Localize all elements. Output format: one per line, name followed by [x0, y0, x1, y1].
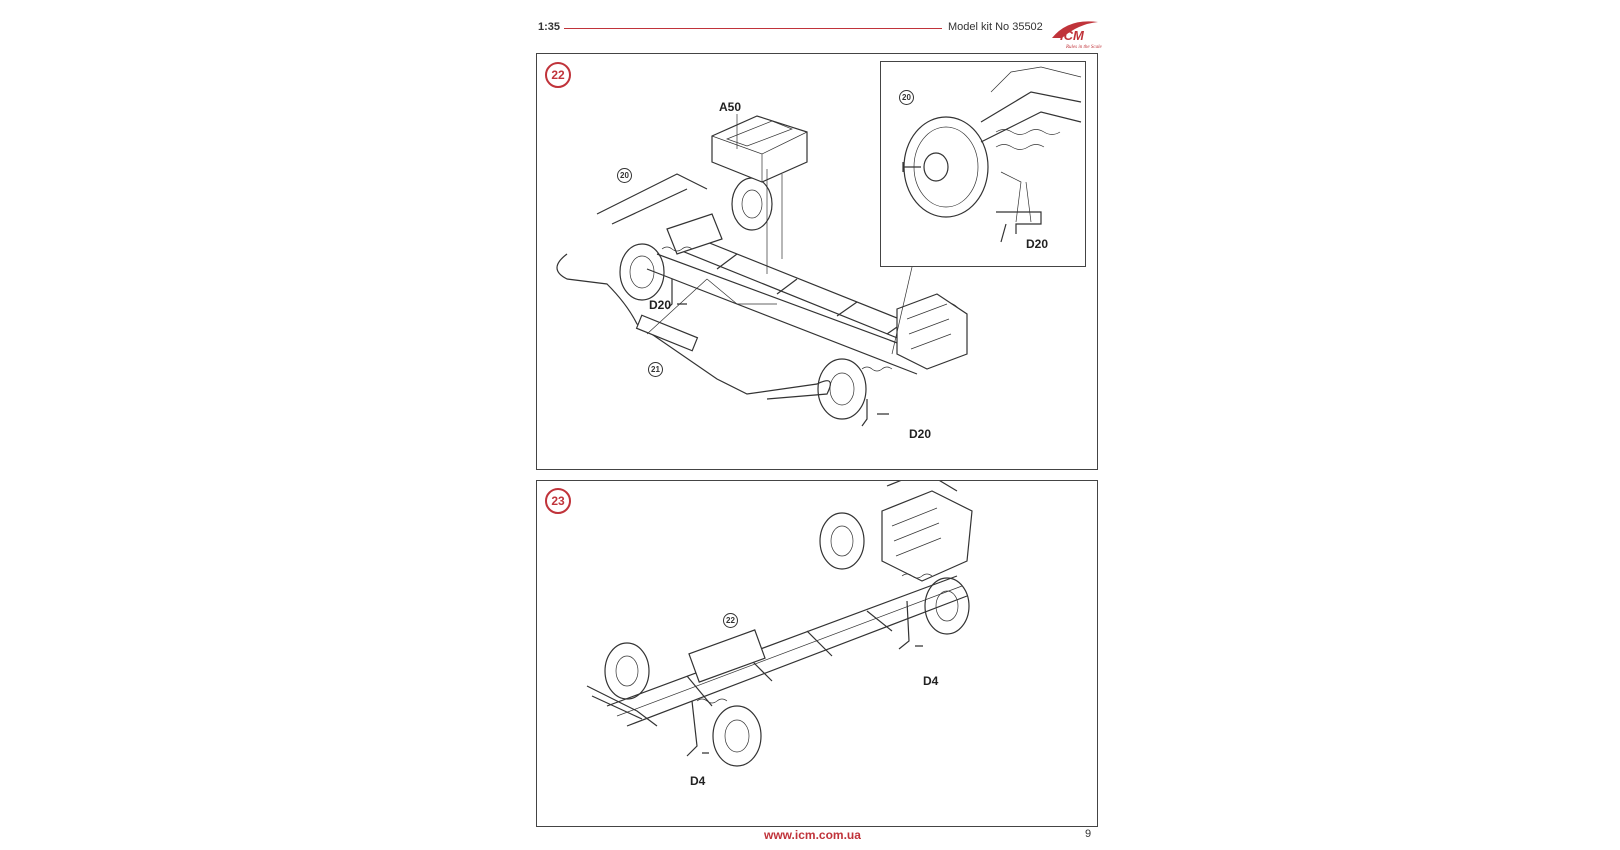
header-rule: [564, 28, 942, 29]
step-22-panel: 22 20 D20 A50 20 D20 21 D20: [536, 53, 1098, 470]
d4-right-label: D4: [923, 674, 939, 688]
page-number: 9: [1085, 828, 1092, 840]
step-23-panel: 23 22 D4 D4: [536, 480, 1098, 827]
subassembly-21: 21: [648, 362, 663, 377]
kit-label: Model kit No 35502: [948, 21, 1043, 33]
kit-label-text: Model kit No: [948, 21, 1010, 33]
step-22-detail-inset: 20 D20: [880, 61, 1086, 267]
step-23-number: 23: [545, 488, 571, 514]
subassembly-20: 20: [617, 168, 632, 183]
svg-text:Rules in the Scale: Rules in the Scale: [1065, 45, 1102, 50]
kit-number: 35502: [1012, 21, 1043, 33]
footer-url[interactable]: www.icm.com.ua: [764, 828, 861, 842]
d4-left-label: D4: [690, 774, 706, 788]
d20-left-label: D20: [649, 298, 672, 312]
svg-text:ICM: ICM: [1060, 28, 1085, 43]
inset-d20-label: D20: [1026, 237, 1049, 251]
inset-subassembly-20: 20: [899, 90, 914, 105]
subassembly-22: 22: [723, 613, 738, 628]
d20-bottom-label: D20: [909, 427, 932, 441]
wheel-detail-drawing: [902, 66, 1082, 243]
chassis-drawing-23: [586, 481, 973, 767]
chassis-drawing-22: [556, 114, 968, 427]
step-22-number: 22: [545, 62, 571, 88]
icm-logo: ICM Rules in the Scale: [1048, 16, 1104, 50]
a50-label: A50: [719, 100, 742, 114]
scale-label: 1:35: [538, 21, 561, 33]
